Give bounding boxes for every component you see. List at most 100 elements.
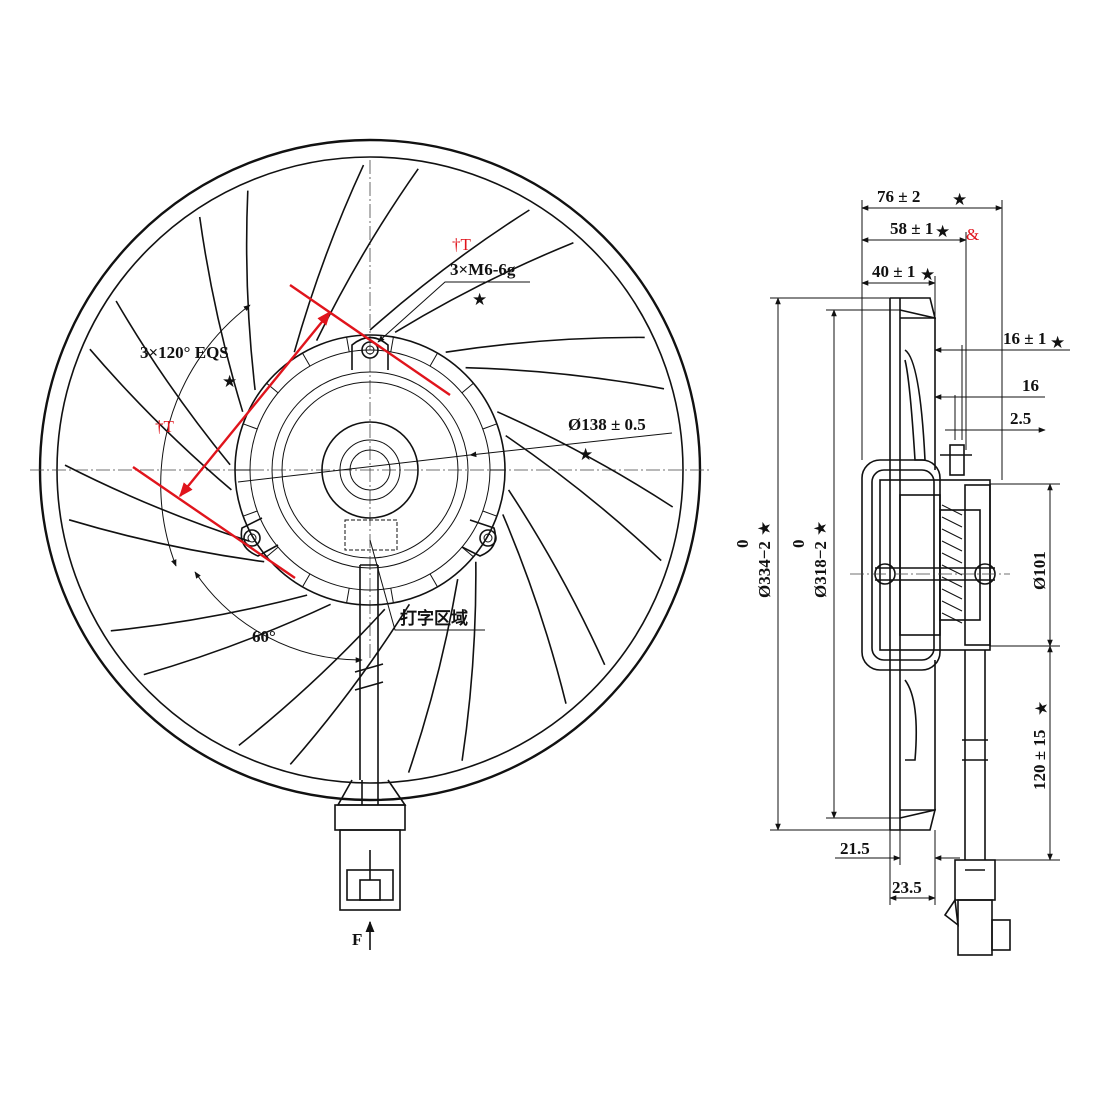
side-cable xyxy=(962,650,988,860)
red-mark-side: & xyxy=(966,225,979,244)
blade-edge xyxy=(245,190,256,391)
blade-edge xyxy=(369,209,530,331)
dim-motor-diameter: Ø101 xyxy=(1030,551,1049,590)
hub-diameter-star: ★ xyxy=(578,445,593,464)
hatch-line xyxy=(941,576,963,588)
dim-16-tol: 16 ± 1 xyxy=(1003,329,1046,348)
dim-outer-star: ★ xyxy=(755,521,774,536)
dim-cable-star: ★ xyxy=(1032,701,1051,716)
hub-rib xyxy=(429,352,438,367)
blade-edge xyxy=(445,336,645,353)
motor-hatch xyxy=(941,504,963,624)
bottom-dimensions xyxy=(835,830,960,905)
front-view: F 3×M6-6g ★ 3×120° EQS ★ Ø138 ± 0.5 ★ 60… xyxy=(30,138,710,950)
hatch-line xyxy=(941,528,963,540)
angle-60-arc xyxy=(194,571,363,663)
blade-edge xyxy=(507,489,606,666)
dim-ring-depth: 40 ± 1 xyxy=(872,262,915,281)
side-connector xyxy=(943,859,1011,956)
blade-edge xyxy=(465,366,665,390)
hub-rib xyxy=(346,588,350,603)
dim-ring-depth-star: ★ xyxy=(920,265,935,284)
hatch-line xyxy=(941,516,963,528)
dim-inner-star: ★ xyxy=(811,521,830,536)
hub-rib xyxy=(429,573,438,588)
hub-rib xyxy=(242,423,258,430)
blade-edge xyxy=(289,603,411,765)
hatch-line xyxy=(941,552,963,564)
blade-edge xyxy=(496,411,674,508)
hub-rib xyxy=(302,352,311,367)
fan-blades xyxy=(64,164,674,773)
dim-16-tol-star: ★ xyxy=(1050,333,1065,352)
dim-inner-diameter: Ø318−2 xyxy=(811,541,830,598)
hub-rib xyxy=(266,546,279,558)
mount-boss-right xyxy=(461,519,497,557)
dim-total-depth: 76 ± 2 xyxy=(877,187,920,206)
blade-edge xyxy=(505,434,662,562)
marking-area-leader xyxy=(369,539,485,631)
red-measure-arrow xyxy=(179,310,331,498)
hub-rib xyxy=(482,423,498,430)
dim-outer-upper-tol: 0 xyxy=(733,540,752,549)
blade-edge xyxy=(238,608,386,747)
hatch-line xyxy=(941,588,963,600)
dim-total-depth-star: ★ xyxy=(952,190,967,209)
angular-spacing-star: ★ xyxy=(222,372,237,391)
dim-outer-diameter: Ø334−2 xyxy=(755,541,774,598)
red-mark-left: †T xyxy=(155,417,175,436)
hub-diameter-label: Ø138 ± 0.5 xyxy=(568,415,646,434)
dim-2-5: 2.5 xyxy=(1010,409,1031,428)
mount-holes-label: 3×M6-6g xyxy=(450,260,516,279)
dim-21-5: 21.5 xyxy=(840,839,870,858)
hub-rib xyxy=(302,573,311,588)
hatch-line xyxy=(941,564,963,576)
vertical-dimensions xyxy=(770,297,1060,861)
hatch-line xyxy=(941,504,963,516)
cable xyxy=(354,564,384,780)
shroud-profile xyxy=(889,297,937,831)
dim-motor-depth-star: ★ xyxy=(935,222,950,241)
red-mark-top: †T xyxy=(452,235,472,254)
connector xyxy=(334,779,407,911)
blade-edge xyxy=(143,603,331,676)
marking-area-label: 打字区域 xyxy=(400,608,468,628)
blade-edge xyxy=(64,464,250,543)
top-dimensions xyxy=(861,200,1070,480)
side-view: 76 ± 2 ★ 58 ± 1 ★ & 40 ± 1 ★ 16 ± 1 ★ 16… xyxy=(733,187,1070,956)
hatch-line xyxy=(941,540,963,552)
hub-rib xyxy=(461,382,474,394)
view-arrow-label: F xyxy=(352,930,362,949)
blade-edge xyxy=(110,594,308,632)
blade-edge xyxy=(293,164,365,353)
dim-23-5: 23.5 xyxy=(892,878,922,897)
hub-diameter-leader xyxy=(469,432,673,458)
dim-inner-upper-tol: 0 xyxy=(789,540,808,549)
blade-edge xyxy=(68,519,265,563)
hub-rib xyxy=(390,337,394,352)
angular-spacing-label: 3×120° EQS xyxy=(140,343,229,362)
hub-ring-7 xyxy=(349,449,391,491)
angle-60-label: 60° xyxy=(252,627,276,646)
dim-motor-depth: 58 ± 1 xyxy=(890,219,933,238)
blade-edge xyxy=(394,241,574,333)
hub-rib xyxy=(390,588,394,603)
blade-edge xyxy=(407,578,459,773)
dim-16: 16 xyxy=(1022,376,1039,395)
red-tangent-line-top xyxy=(289,284,451,396)
mount-boss-top xyxy=(351,336,389,370)
hub-rib xyxy=(242,510,258,517)
marking-area-box xyxy=(344,519,398,551)
hub-rib xyxy=(482,510,498,517)
hub-rib xyxy=(346,337,350,352)
hatch-line xyxy=(941,600,963,612)
motor-housing xyxy=(861,444,996,671)
mount-holes-star: ★ xyxy=(472,290,487,309)
blade-edge xyxy=(115,300,231,466)
hatch-line xyxy=(941,612,963,624)
red-tangent-line-bottom xyxy=(132,466,296,579)
dim-cable-length: 120 ± 15 xyxy=(1030,730,1049,790)
blade-edge xyxy=(502,514,567,704)
blade-edge xyxy=(461,561,477,761)
